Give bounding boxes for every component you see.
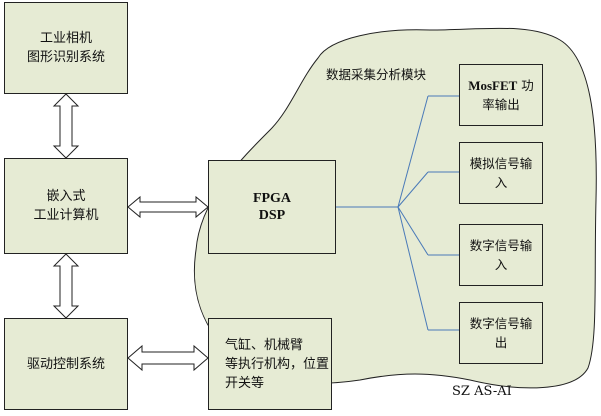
data-acquisition-title: 数据采集分析模块	[326, 67, 427, 82]
drive-label: 驱动控制系统	[26, 356, 105, 372]
actuators-label-line1: 气缸、机械臂	[225, 337, 304, 353]
dsp-label: DSP	[258, 208, 286, 223]
actuators-label-line3: 开关等	[225, 375, 265, 391]
analog-in-label-line1: 模拟信号输	[469, 156, 533, 171]
digital-out-label-line2: 出	[494, 335, 508, 350]
mosfet-label-line2: 功率输出	[482, 78, 534, 112]
arrow-drive-actuators	[127, 344, 209, 372]
digital-output-box: 数字信号输 出	[459, 302, 543, 364]
fpga-dsp-box: FPGA DSP	[208, 160, 336, 254]
camera-vision-box: 工业相机 图形识别系统	[4, 2, 128, 94]
camera-label-line2: 图形识别系统	[26, 50, 105, 65]
mosfet-output-box: MosFET 功率输出	[459, 64, 543, 126]
arrow-ipc-drive	[52, 253, 80, 319]
camera-label-line1: 工业相机	[39, 31, 92, 46]
analog-input-box: 模拟信号输 入	[459, 142, 543, 204]
fpga-label: FPGA	[252, 191, 292, 206]
actuators-label-line2: 等执行机构，位置	[225, 356, 330, 372]
arrow-ipc-fpga	[127, 195, 209, 219]
arrow-camera-ipc	[52, 93, 80, 159]
embedded-ipc-box: 嵌入式 工业计算机	[4, 158, 128, 254]
footer-label: SZ AS-AI	[452, 384, 512, 399]
fpga-connector-tree	[336, 95, 459, 331]
digital-in-label-line2: 入	[494, 257, 508, 272]
digital-in-label-line1: 数字信号输	[469, 238, 533, 253]
digital-out-label-line1: 数字信号输	[469, 316, 533, 331]
mosfet-label-line1: MosFET	[468, 78, 518, 93]
digital-input-box: 数字信号输 入	[459, 224, 543, 286]
analog-in-label-line2: 入	[494, 175, 508, 190]
drive-control-box: 驱动控制系统	[4, 318, 128, 410]
ipc-label-line1: 嵌入式	[46, 189, 86, 204]
ipc-label-line2: 工业计算机	[33, 208, 99, 223]
actuators-box: 气缸、机械臂 等执行机构，位置 开关等	[208, 318, 332, 410]
